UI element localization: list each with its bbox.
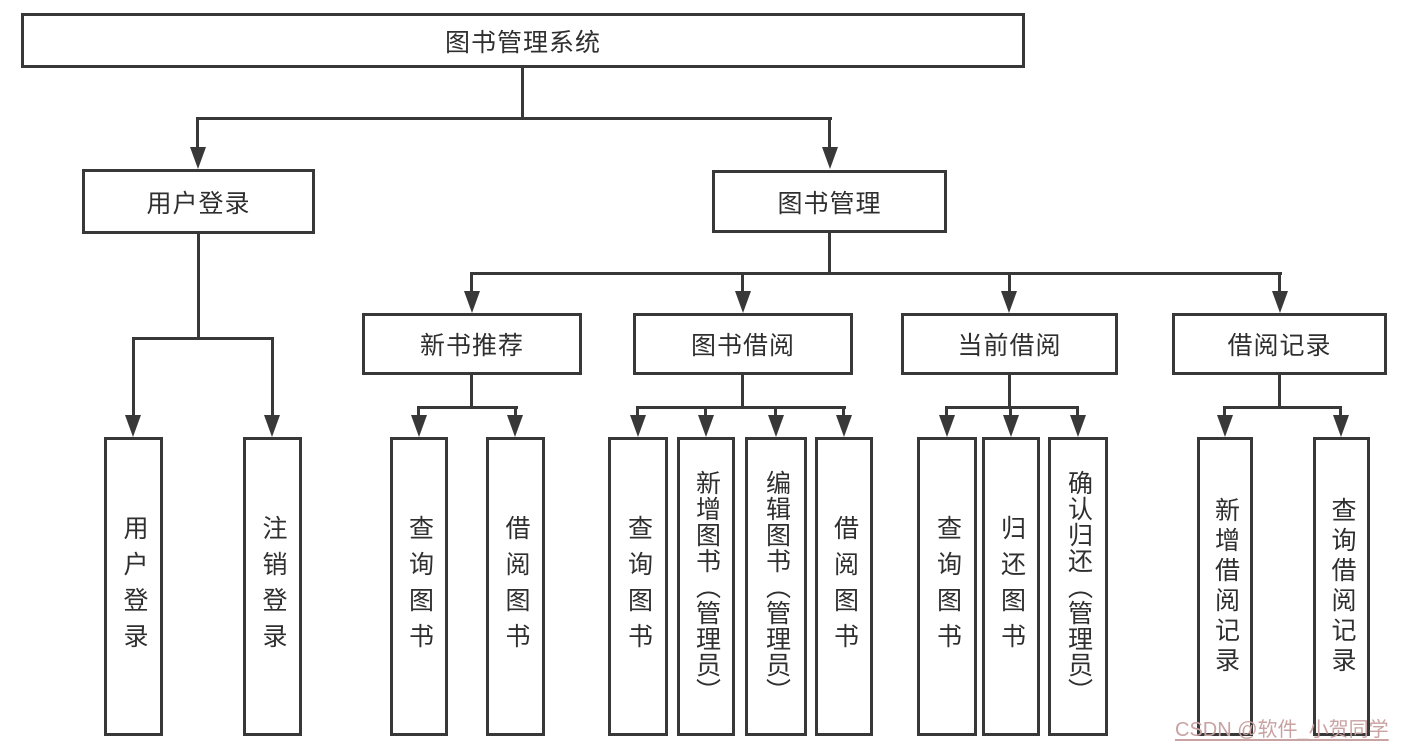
connector-drop <box>1223 406 1226 416</box>
arrowhead-down-icon <box>1003 415 1019 437</box>
leaf-label: 查询图书 <box>933 514 962 659</box>
connector-drop <box>704 406 707 416</box>
leaf-label: 借阅图书 <box>830 514 859 659</box>
leaf-borrow-book: 借阅图书 <box>815 437 873 736</box>
arrowhead-down-icon <box>768 415 784 437</box>
node-label: 图书借阅 <box>690 332 795 360</box>
connector-drop <box>945 406 948 416</box>
leaf-return-book: 归还图书 <box>982 437 1040 736</box>
node-label: 借阅记录 <box>1227 332 1332 360</box>
arrowhead-down-icon <box>836 415 852 437</box>
arrowhead-down-icon <box>1333 415 1349 437</box>
leaf-label: 确认归还（管理员） <box>1064 469 1093 704</box>
leaf-label: 查询借阅记录 <box>1328 496 1356 677</box>
connector-drop <box>774 406 777 416</box>
connector-drop <box>1076 406 1079 416</box>
leaf-confirm-return-admin: 确认归还（管理员） <box>1048 437 1108 736</box>
leaf-label: 编辑图书（管理员） <box>762 469 791 704</box>
leaf-label: 归还图书 <box>997 514 1026 659</box>
connector-bar <box>132 337 274 340</box>
connector-drop <box>196 117 199 149</box>
connector-stem <box>197 232 200 337</box>
connector-drop <box>132 337 135 416</box>
leaf-label: 借阅图书 <box>502 514 530 659</box>
connector-drop <box>1339 406 1342 416</box>
connector-stem <box>1008 373 1011 409</box>
connector-drop <box>470 272 473 292</box>
connector-drop <box>842 406 845 416</box>
leaf-logout: 注销登录 <box>243 437 302 736</box>
node-book-borrowing: 图书借阅 <box>633 313 853 375</box>
leaf-query-book: 查询图书 <box>917 437 977 736</box>
connector-bar <box>196 117 832 120</box>
node-current-borrowing: 当前借阅 <box>901 313 1118 375</box>
connector-stem <box>521 66 524 117</box>
connector-bar <box>636 406 846 409</box>
arrowhead-down-icon <box>264 415 280 437</box>
node-book-management: 图书管理 <box>712 170 947 233</box>
leaf-add-borrow-record: 新增借阅记录 <box>1197 437 1253 736</box>
connector-drop <box>271 337 274 416</box>
connector-drop <box>417 406 420 416</box>
arrowhead-down-icon <box>1070 415 1086 437</box>
leaf-query-borrow-record: 查询借阅记录 <box>1313 437 1370 736</box>
leaf-label: 新增图书（管理员） <box>692 469 721 704</box>
node-borrowing-records: 借阅记录 <box>1172 313 1387 375</box>
leaf-label: 新增借阅记录 <box>1211 496 1240 677</box>
connector-stem <box>741 373 744 409</box>
leaf-label: 用户登录 <box>120 514 148 659</box>
arrowhead-down-icon <box>1217 415 1233 437</box>
arrowhead-down-icon <box>735 291 751 313</box>
arrowhead-down-icon <box>698 415 714 437</box>
arrowhead-down-icon <box>822 147 838 169</box>
connector-stem <box>828 231 831 273</box>
leaf-borrow-book: 借阅图书 <box>486 437 545 736</box>
node-user-login: 用户登录 <box>82 169 315 234</box>
arrowhead-down-icon <box>464 291 480 313</box>
arrowhead-down-icon <box>411 415 427 437</box>
leaf-query-book: 查询图书 <box>608 437 668 736</box>
node-library-management-system: 图书管理系统 <box>21 13 1025 68</box>
node-label: 图书管理系统 <box>444 28 601 57</box>
connector-bar <box>470 272 1282 275</box>
node-label: 图书管理 <box>777 189 882 218</box>
arrowhead-down-icon <box>190 147 206 169</box>
connector-drop <box>636 406 639 416</box>
connector-drop <box>1008 272 1011 292</box>
connector-drop <box>1278 272 1281 292</box>
leaf-label: 查询图书 <box>405 514 434 659</box>
leaf-query-book: 查询图书 <box>390 437 448 736</box>
leaf-user-login: 用户登录 <box>104 437 163 736</box>
connector-drop <box>1009 406 1012 416</box>
node-label: 用户登录 <box>146 189 251 218</box>
node-label: 当前借阅 <box>957 332 1062 360</box>
connector-bar <box>945 406 1079 409</box>
watermark: CSDN @软件_小贺同学 <box>1175 719 1389 741</box>
arrowhead-down-icon <box>630 415 646 437</box>
arrowhead-down-icon <box>1272 291 1288 313</box>
leaf-add-book-admin: 新增图书（管理员） <box>677 437 735 736</box>
connector-bar <box>417 406 518 409</box>
leaf-label: 查询图书 <box>624 514 653 659</box>
connector-bar <box>1223 406 1342 409</box>
node-label: 新书推荐 <box>419 332 524 360</box>
connector-stem <box>470 373 473 409</box>
connector-drop <box>514 406 517 416</box>
arrowhead-down-icon <box>939 415 955 437</box>
leaf-edit-book-admin: 编辑图书（管理员） <box>745 437 807 736</box>
arrowhead-down-icon <box>507 415 523 437</box>
leaf-label: 注销登录 <box>259 514 287 659</box>
arrowhead-down-icon <box>125 415 141 437</box>
connector-stem <box>1278 373 1281 409</box>
connector-drop <box>741 272 744 292</box>
arrowhead-down-icon <box>1001 291 1017 313</box>
connector-drop <box>828 117 831 149</box>
node-new-book-recommendation: 新书推荐 <box>362 313 582 375</box>
